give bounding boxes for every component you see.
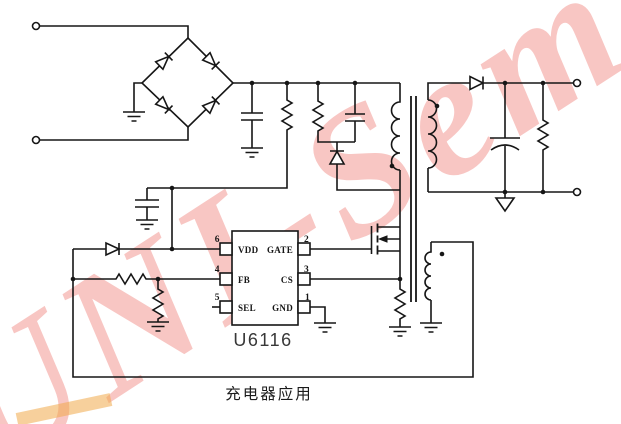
auxiliary-winding bbox=[424, 242, 432, 323]
pin-number-2: 2 bbox=[304, 235, 309, 245]
secondary-winding bbox=[427, 82, 470, 192]
current-sense-resistor bbox=[389, 279, 411, 337]
junction-dots bbox=[70, 80, 546, 282]
transformer-core bbox=[410, 96, 417, 302]
output-terminal-negative bbox=[572, 187, 582, 197]
ac-wire-top bbox=[39, 25, 189, 38]
ic-body bbox=[231, 230, 299, 326]
secondary-phase-dot bbox=[434, 103, 440, 109]
pin-number-3: 3 bbox=[304, 265, 309, 275]
output-rectifier-diode bbox=[469, 75, 573, 91]
bridge-diode-top-left bbox=[154, 51, 174, 71]
ground-symbol bbox=[123, 111, 145, 122]
output-capacitor bbox=[490, 83, 520, 192]
pin-label-gate: GATE bbox=[267, 245, 293, 255]
pin-label-cs: CS bbox=[281, 275, 293, 285]
ground-symbol bbox=[136, 219, 158, 230]
ac-input bbox=[31, 21, 189, 145]
feedback-rail-wire bbox=[72, 241, 474, 378]
ground-symbol bbox=[389, 326, 411, 337]
bridge-diode-bottom-right bbox=[201, 95, 221, 115]
bulk-capacitor bbox=[241, 83, 263, 158]
fb-series-resistor bbox=[73, 272, 220, 286]
output-load-resistor bbox=[536, 83, 550, 192]
vdd-diode bbox=[73, 241, 220, 257]
startup-resistor-network bbox=[135, 83, 294, 249]
bridge-diode-bottom-left bbox=[154, 95, 174, 115]
power-mosfet bbox=[370, 170, 401, 279]
pin-number-4: 4 bbox=[215, 265, 220, 275]
figure-caption: 充电器应用 bbox=[225, 384, 313, 403]
ic-u6116: 6 4 5 2 3 1 VDD FB SEL GATE CS GND U6116 bbox=[212, 230, 400, 350]
pin-number-5: 5 bbox=[215, 293, 220, 303]
pin-number-1: 1 bbox=[305, 293, 310, 303]
clamp-resistor bbox=[311, 83, 355, 143]
ic-pin-sel bbox=[219, 300, 233, 314]
bridge-diamond bbox=[140, 36, 235, 129]
pin-label-sel: SEL bbox=[238, 303, 256, 313]
ic-pin-fb bbox=[219, 272, 233, 286]
ground-symbol bbox=[314, 322, 336, 333]
pin-label-gnd: GND bbox=[272, 303, 293, 313]
pin-label-vdd: VDD bbox=[238, 245, 259, 255]
rcd-clamp bbox=[311, 83, 400, 191]
bridge-ground-wire bbox=[133, 82, 142, 112]
feedback-network bbox=[72, 241, 474, 378]
output-stage bbox=[428, 75, 582, 213]
pin-label-fb: FB bbox=[238, 275, 250, 285]
ac-wire-bottom bbox=[39, 127, 189, 141]
ground-symbol bbox=[147, 321, 169, 332]
auxiliary-phase-dot bbox=[439, 251, 445, 257]
bridge-diode-top-right bbox=[201, 51, 221, 71]
pin-number-6: 6 bbox=[215, 235, 220, 245]
ic-part-number: U6116 bbox=[233, 330, 292, 350]
bridge-rectifier bbox=[123, 36, 235, 129]
clamp-capacitor bbox=[345, 83, 365, 142]
ground-symbol bbox=[241, 147, 263, 158]
vdd-capacitor bbox=[135, 188, 159, 220]
ic-pin-vdd bbox=[219, 242, 233, 256]
ground-symbol bbox=[420, 322, 442, 333]
startup-resistor bbox=[147, 83, 294, 189]
clamp-diode bbox=[328, 142, 400, 191]
ic-gnd-wire bbox=[310, 306, 326, 323]
output-ground-symbol bbox=[494, 192, 516, 213]
ac-input-terminal-top bbox=[31, 21, 41, 31]
transformer bbox=[389, 82, 470, 333]
fb-divider-resistor bbox=[151, 279, 165, 322]
output-terminal-positive bbox=[572, 78, 582, 88]
mosfet-body-arrow bbox=[378, 235, 388, 243]
primary-phase-dot bbox=[389, 163, 395, 169]
primary-winding bbox=[390, 83, 401, 171]
ac-input-terminal-bottom bbox=[31, 135, 41, 145]
